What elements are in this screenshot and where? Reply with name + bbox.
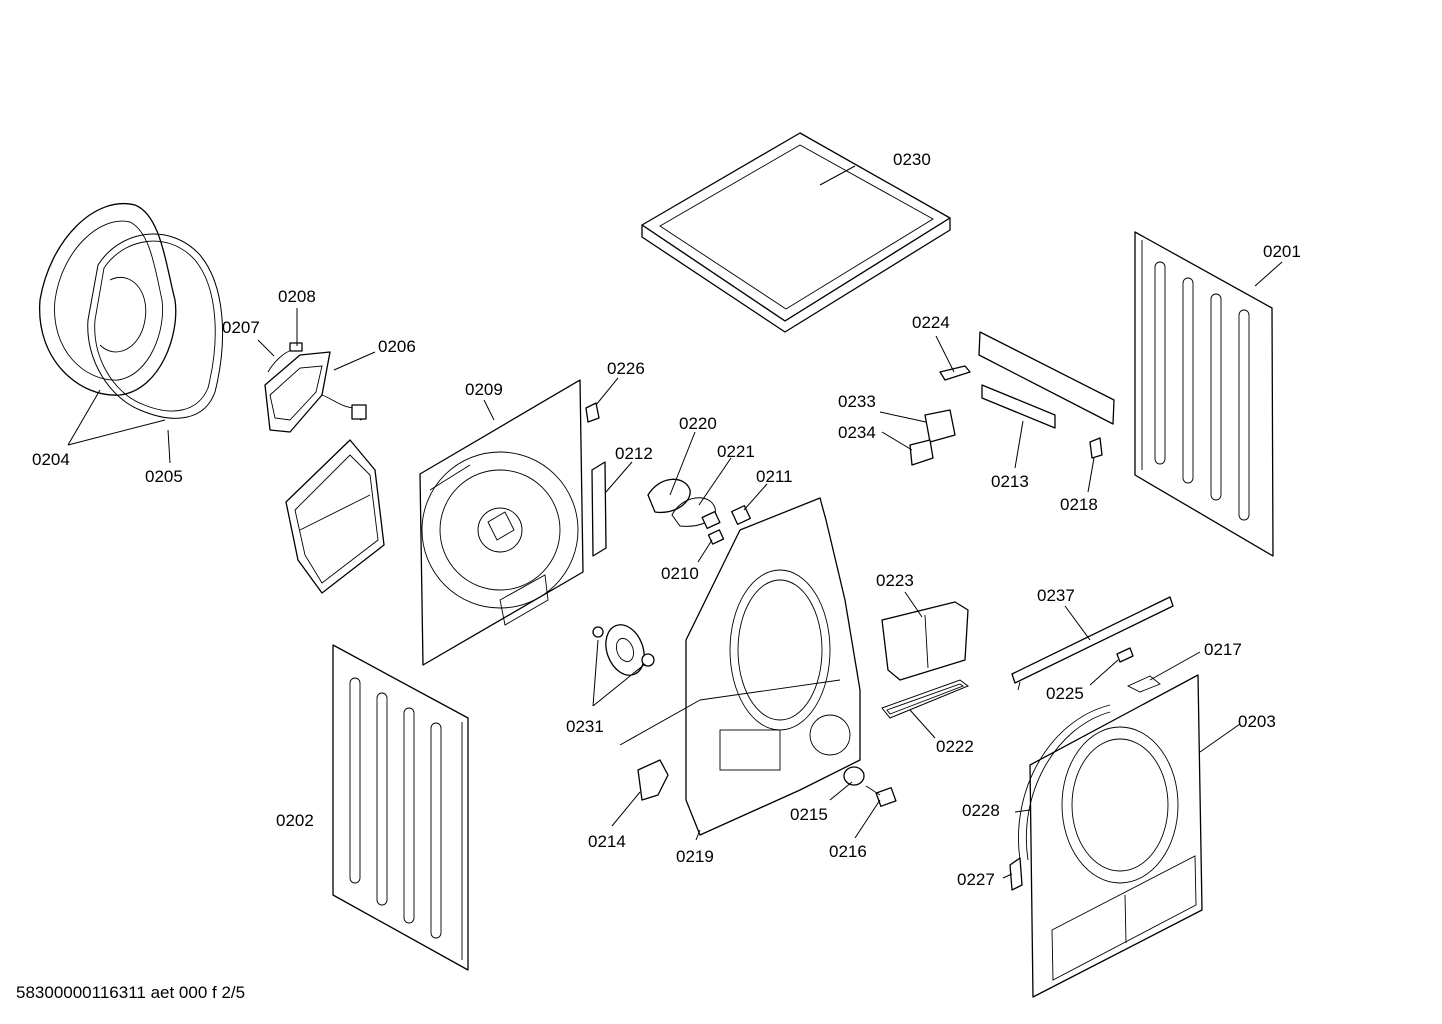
label-0215: 0215 [790,805,828,824]
label-0223: 0223 [876,571,914,590]
label-0206: 0206 [378,337,416,356]
document-code: 58300000116311 aet 000 f 2/5 [16,983,245,1002]
label-0209: 0209 [465,380,503,399]
label-0201: 0201 [1263,242,1301,261]
label-0227: 0227 [957,870,995,889]
leader-lines [67,165,1283,879]
label-0214: 0214 [588,832,626,851]
part-fluff-filter [881,601,970,719]
label-0234: 0234 [838,423,876,442]
part-filter-housing [285,439,385,594]
part-control-board [909,331,1115,466]
part-top-lid [641,132,951,333]
label-0221: 0221 [717,442,755,461]
label-0219: 0219 [676,847,714,866]
part-rear-panel [419,379,584,666]
label-0218: 0218 [1060,495,1098,514]
label-0228: 0228 [962,801,1000,820]
label-0226: 0226 [607,359,645,378]
label-0220: 0220 [679,414,717,433]
part-front-strip [1011,596,1174,693]
label-0205: 0205 [145,467,183,486]
part-pump-cover [647,478,751,545]
label-0207: 0207 [222,318,260,337]
label-0212: 0212 [615,444,653,463]
part-foot [843,766,897,807]
label-0213: 0213 [991,472,1029,491]
label-0225: 0225 [1046,684,1084,703]
label-0224: 0224 [912,313,950,332]
callout-labels: 0230 0201 0224 0208 0207 0206 0209 0226 … [32,150,1301,889]
part-right-side-panel [1134,231,1274,557]
label-0208: 0208 [278,287,316,306]
part-bracket [585,402,607,557]
label-0210: 0210 [661,564,699,583]
part-door-seal-ring [39,203,224,419]
label-0211: 0211 [756,467,793,486]
label-0202: 0202 [276,811,314,830]
label-0216: 0216 [829,842,867,861]
part-pulley [592,624,655,676]
label-0230: 0230 [893,150,931,169]
part-heater-module [264,342,367,433]
label-0222: 0222 [936,737,974,756]
part-front-panel [1009,674,1203,998]
label-0231: 0231 [566,717,604,736]
part-latch [637,759,669,801]
label-0233: 0233 [838,392,876,411]
label-0204: 0204 [32,450,70,469]
label-0203: 0203 [1238,712,1276,731]
label-0217: 0217 [1204,640,1242,659]
part-main-frame [685,497,861,836]
part-left-side-panel [332,644,469,971]
label-0237: 0237 [1037,586,1075,605]
